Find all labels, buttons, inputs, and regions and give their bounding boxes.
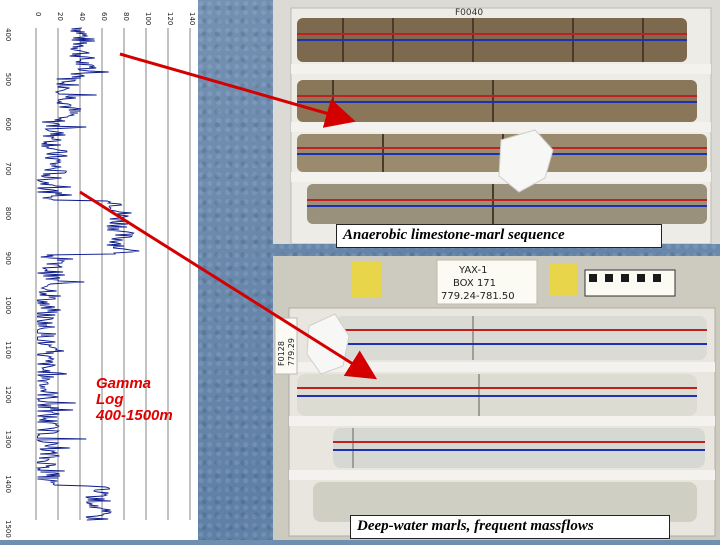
log-grid [35,28,191,520]
box-card-line-3: 779.24-781.50 [441,291,515,302]
log-depth-tick-label: 1100 [4,341,12,359]
log-x-tick-label: 0 [34,12,42,16]
log-depth-tick-label: 1400 [4,475,12,493]
log-x-tick-label: 60 [100,12,108,21]
log-depth-tick-label: 1500 [4,520,12,538]
gamma-log-trace [35,27,140,521]
log-depth-tick-label: 1000 [4,296,12,314]
core-box-top-drawing: F0040 [273,0,720,244]
log-depth-tick-label: 1200 [4,386,12,404]
log-x-tick-label: 140 [188,12,196,25]
caption-top: Anaerobic limestone-marl sequence [336,224,662,248]
log-x-ticks: 0 20 40 60 80 100 120 140 [34,12,196,25]
gamma-log-panel: 0 20 40 60 80 100 120 140 400 500 600 700 800 900 100… [0,0,198,540]
log-depth-tick-label: 600 [4,117,12,130]
top-box-label: F0040 [455,8,483,18]
gamma-label-line-1: Gamma [96,375,152,392]
box-card [436,259,538,305]
side-tag-line-1: F0128 [277,341,286,366]
scale-bar [584,269,676,297]
box-card-line-1: YAX-1 [458,265,488,276]
log-depth-tick-label: 800 [4,207,12,220]
yellow-card-left [351,262,381,298]
gamma-label-line-2: Log [96,391,124,408]
gamma-log-label: Gamma Log 400-1500m [96,376,196,424]
side-tag-line-2: 779.29 [287,338,296,366]
log-depth-ticks: 400 500 600 700 800 900 1000 1100 1200 1300 1400 15… [4,28,12,538]
core-box-bottom-drawing: YAX-1 BOX 171 779.24-781.50 F0128 779. [273,256,720,540]
log-depth-tick-label: 700 [4,162,12,175]
yellow-card-right [549,264,577,296]
log-x-tick-label: 40 [78,12,86,21]
log-x-tick-label: 100 [144,12,152,25]
core-photo-bottom: YAX-1 BOX 171 779.24-781.50 F0128 779. [273,256,720,540]
log-x-tick-label: 20 [56,12,64,21]
gamma-log-chart: 0 20 40 60 80 100 120 140 400 500 600 700 800 900 100… [4,12,196,538]
log-depth-tick-label: 500 [4,73,12,86]
log-depth-tick-label: 400 [4,28,12,41]
box-card-line-2: BOX 171 [453,278,496,289]
log-x-tick-label: 80 [122,12,130,21]
caption-bottom: Deep-water marls, frequent massflows [350,515,670,539]
log-depth-tick-label: 1300 [4,431,12,449]
gamma-label-line-3: 400-1500m [96,407,173,424]
core-photo-top: F0040 [273,0,720,244]
log-depth-tick-label: 900 [4,252,12,265]
log-x-tick-label: 120 [166,12,174,25]
